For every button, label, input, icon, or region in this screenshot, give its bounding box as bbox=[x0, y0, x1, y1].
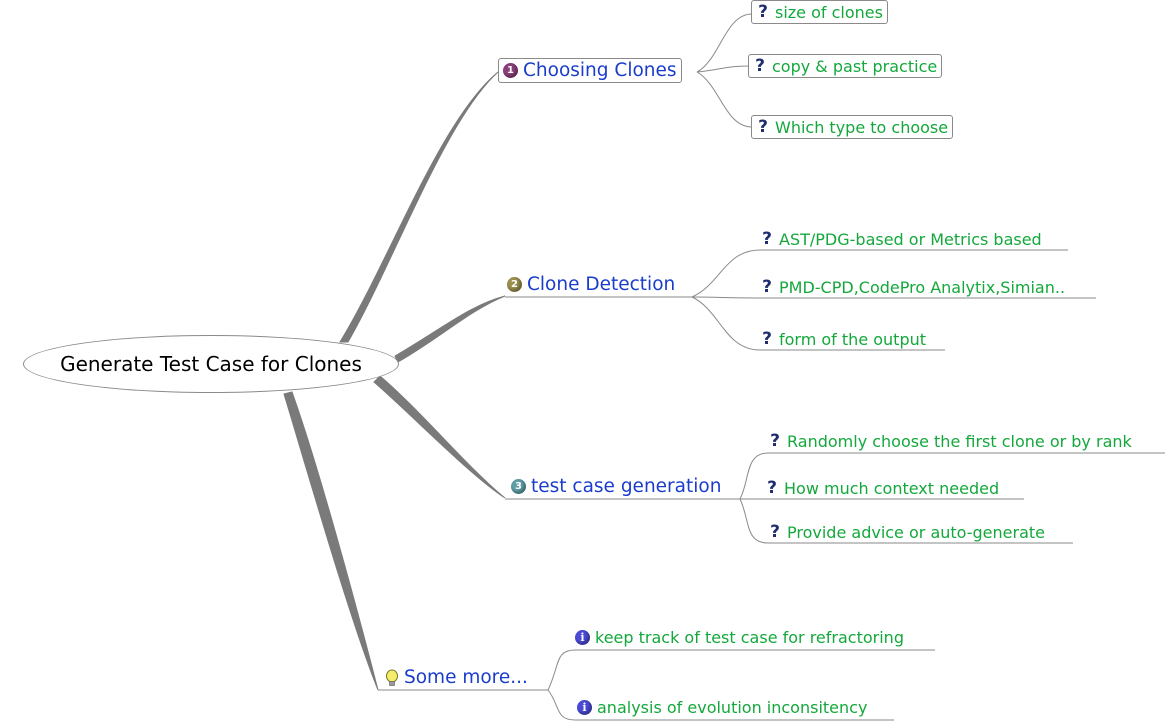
branch-test-case-generation[interactable]: 3 test case generation bbox=[511, 476, 721, 497]
priority-1-icon: 1 bbox=[503, 63, 518, 78]
leaf-analysis-evolution[interactable]: i analysis of evolution inconsitency bbox=[577, 698, 867, 717]
root-topic-label: Generate Test Case for Clones bbox=[60, 352, 362, 376]
connector-detection-child2 bbox=[691, 296, 1096, 299]
question-icon: ? bbox=[762, 329, 772, 349]
connector-root-somemore bbox=[283, 391, 379, 691]
connector-generation-child1 bbox=[739, 452, 1165, 500]
leaf-keep-track[interactable]: i keep track of test case for refractori… bbox=[575, 628, 904, 647]
leaf-copy-past-practice[interactable]: ? copy & past practice bbox=[748, 54, 943, 78]
branch-clone-detection[interactable]: 2 Clone Detection bbox=[507, 274, 675, 295]
leaf-label: form of the output bbox=[779, 329, 927, 349]
leaf-ast-pdg-based[interactable]: ? AST/PDG-based or Metrics based bbox=[760, 229, 1042, 249]
lightbulb-icon bbox=[385, 669, 399, 687]
leaf-label: Randomly choose the first clone or by ra… bbox=[787, 431, 1132, 451]
leaf-label: Which type to choose bbox=[775, 117, 949, 137]
connector-somemore-child1 bbox=[547, 649, 935, 691]
connector-root-generation bbox=[373, 375, 506, 499]
connector-choosing-child1 bbox=[696, 13, 753, 73]
question-icon: ? bbox=[770, 522, 780, 542]
leaf-label: size of clones bbox=[775, 2, 883, 22]
question-icon: ? bbox=[758, 117, 768, 137]
branch-choosing-clones[interactable]: 1 Choosing Clones bbox=[498, 58, 682, 83]
connector-root-choosing bbox=[339, 71, 499, 343]
leaf-pmd-cpd-tools[interactable]: ? PMD-CPD,CodePro Analytix,Simian.. bbox=[760, 277, 1065, 297]
connector-choosing-child3 bbox=[696, 71, 753, 128]
root-topic[interactable]: Generate Test Case for Clones bbox=[23, 335, 399, 393]
question-icon: ? bbox=[755, 56, 765, 76]
priority-3-icon: 3 bbox=[511, 479, 526, 494]
question-icon: ? bbox=[758, 2, 768, 22]
leaf-label: copy & past practice bbox=[772, 56, 938, 76]
question-icon: ? bbox=[762, 277, 772, 297]
leaf-label: keep track of test case for refractoring bbox=[595, 628, 904, 647]
question-icon: ? bbox=[767, 478, 777, 498]
leaf-label: AST/PDG-based or Metrics based bbox=[779, 229, 1042, 249]
leaf-label: PMD-CPD,CodePro Analytix,Simian.. bbox=[779, 277, 1066, 297]
leaf-provide-advice[interactable]: ? Provide advice or auto-generate bbox=[768, 522, 1045, 542]
leaf-size-of-clones[interactable]: ? size of clones bbox=[751, 0, 888, 24]
branch-label: test case generation bbox=[531, 476, 722, 497]
priority-2-icon: 2 bbox=[507, 277, 522, 292]
leaf-form-of-output[interactable]: ? form of the output bbox=[760, 329, 926, 349]
connector-generation-child3 bbox=[739, 498, 1073, 544]
connector-choosing-child2 bbox=[696, 65, 750, 73]
connector-root-detection bbox=[394, 295, 506, 363]
leaf-how-much-context[interactable]: ? How much context needed bbox=[765, 478, 999, 498]
branch-label: Some more... bbox=[404, 667, 528, 688]
connector-detection-child3 bbox=[691, 296, 945, 351]
question-icon: ? bbox=[762, 229, 772, 249]
leaf-randomly-choose[interactable]: ? Randomly choose the first clone or by … bbox=[768, 431, 1132, 451]
branch-some-more[interactable]: Some more... bbox=[385, 667, 528, 688]
connector-detection-child1 bbox=[691, 249, 1068, 298]
info-icon: i bbox=[575, 630, 590, 645]
question-icon: ? bbox=[770, 431, 780, 451]
leaf-label: How much context needed bbox=[784, 478, 1000, 498]
branch-label: Choosing Clones bbox=[523, 60, 677, 81]
branch-label: Clone Detection bbox=[527, 274, 676, 295]
leaf-which-type-to-choose[interactable]: ? Which type to choose bbox=[751, 115, 954, 139]
connector-somemore-child2 bbox=[547, 689, 894, 721]
leaf-label: Provide advice or auto-generate bbox=[787, 522, 1045, 542]
leaf-label: analysis of evolution inconsitency bbox=[597, 698, 868, 717]
info-icon: i bbox=[577, 700, 592, 715]
